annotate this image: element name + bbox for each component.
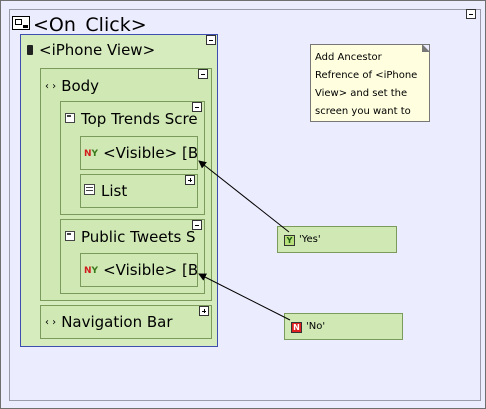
iphone-view-collapse-button[interactable] [206,35,216,45]
navigation-bar-node[interactable]: ‹ ›Navigation Bar [40,305,212,339]
no-value-node[interactable]: N 'No' [284,313,403,340]
no-connector [198,273,291,321]
yes-badge-icon: Y [284,235,295,246]
diagram-title: <On_Click> [12,14,147,36]
note-line: View> and set the [315,88,408,99]
phone-icon [27,45,33,55]
public-tweets-collapse-button[interactable] [192,220,202,230]
note[interactable]: Add Ancestor Refrence of <iPhone View> a… [310,44,430,122]
tag-icon: ‹ › [45,81,57,92]
ny-icon: NY [84,266,99,276]
screen-icon [65,231,75,241]
list-node[interactable]: List [80,174,198,208]
top-trends-visible-node[interactable]: NY<Visible> [Bo [80,136,198,170]
public-tweets-screen-label: Public Tweets S [65,228,196,246]
top-trends-collapse-button[interactable] [192,102,202,112]
navigation-bar-label: ‹ ›Navigation Bar [45,313,173,331]
list-expand-button[interactable] [185,175,195,185]
tag-icon: ‹ › [45,317,57,328]
list-label: List [84,182,127,200]
list-icon [84,184,95,195]
body-collapse-button[interactable] [198,69,208,79]
public-tweets-visible-label: NY<Visible> [Bo [84,261,198,279]
event-icon [12,16,30,30]
note-line: Add Ancestor [315,52,382,63]
no-badge-icon: N [291,322,302,333]
yes-value-label: 'Yes' [299,234,321,245]
navigation-bar-expand-button[interactable] [199,306,209,316]
top-trends-visible-label: NY<Visible> [Bo [84,144,198,162]
note-line: screen you want to [315,106,411,117]
note-line: Refrence of <iPhone [315,70,418,81]
top-trends-screen-label: Top Trends Scre [65,110,198,128]
yes-value-node[interactable]: Y 'Yes' [277,226,397,253]
iphone-view-label: <iPhone View> [27,41,155,59]
body-label: ‹ ›Body [45,77,100,95]
collapse-button[interactable] [466,9,476,19]
ny-icon: NY [84,149,99,159]
yes-connector [198,160,290,233]
note-fold [422,45,429,52]
screen-icon [65,113,75,123]
no-value-label: 'No' [306,321,326,332]
diagram-title-text: <On_Click> [33,14,147,36]
public-tweets-visible-node[interactable]: NY<Visible> [Bo [80,253,198,287]
